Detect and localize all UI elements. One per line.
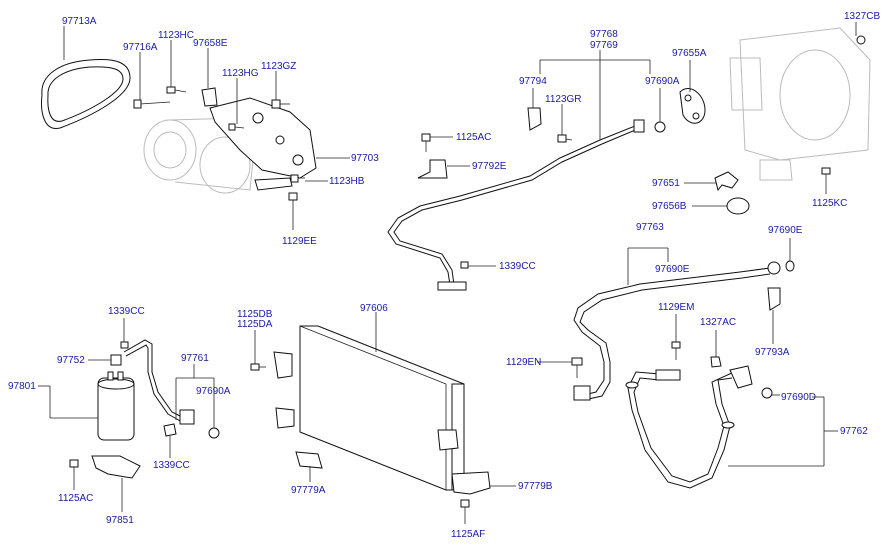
bolt-1125kc xyxy=(821,167,831,194)
bolt-1327cb xyxy=(856,35,866,45)
oring-97690a-left xyxy=(208,427,220,439)
label-1125ac-low[interactable]: 1125AC xyxy=(58,493,93,504)
bracket-97703 xyxy=(209,97,317,191)
label-97752[interactable]: 97752 xyxy=(57,355,85,366)
label-97768[interactable]: 97768 xyxy=(590,29,618,40)
plug-97656b xyxy=(726,197,750,215)
clip-1339cc-low xyxy=(163,423,177,437)
label-1123gr[interactable]: 1123GR xyxy=(545,94,582,105)
label-97716a[interactable]: 97716A xyxy=(123,42,158,53)
condenser-97606 xyxy=(273,325,491,495)
label-1123hb[interactable]: 1123HB xyxy=(329,176,365,187)
label-97690a-top[interactable]: 97690A xyxy=(645,76,680,87)
label-97792e[interactable]: 97792E xyxy=(472,161,507,172)
bracket-97851 xyxy=(91,455,141,479)
label-97690a-left[interactable]: 97690A xyxy=(196,386,231,397)
bracket-97779a xyxy=(295,451,323,469)
bolt-1123hc xyxy=(166,86,187,94)
label-97703[interactable]: 97703 xyxy=(351,153,379,164)
label-97779b[interactable]: 97779B xyxy=(518,481,553,492)
label-1123gz[interactable]: 1123GZ xyxy=(261,61,296,72)
pipe-97761 xyxy=(123,339,195,425)
bolt-1125ac-low xyxy=(69,459,79,490)
bolt-1123gz xyxy=(271,99,290,109)
label-97779a[interactable]: 97779A xyxy=(291,485,326,496)
bolt-1123gr xyxy=(557,134,573,143)
clip-1339cc-mid xyxy=(460,261,469,269)
bolt-1125db xyxy=(250,363,266,371)
bracket-97793a xyxy=(767,287,781,311)
label-97713a[interactable]: 97713A xyxy=(62,16,97,27)
pipe-97768 xyxy=(387,119,645,291)
label-1129en[interactable]: 1129EN xyxy=(506,357,541,368)
label-97690e-right[interactable]: 97690E xyxy=(768,225,803,236)
cap-97752 xyxy=(110,354,122,366)
label-1339cc-mid[interactable]: 1339CC xyxy=(499,261,536,272)
bolt-1129en xyxy=(571,357,583,378)
label-97769[interactable]: 97769 xyxy=(590,40,618,51)
heater-unit-ghost xyxy=(729,27,871,181)
label-1123hc[interactable]: 1123HC xyxy=(158,30,194,41)
label-97793a[interactable]: 97793A xyxy=(755,347,790,358)
label-97658e[interactable]: 97658E xyxy=(193,38,228,49)
bolt-1123hb xyxy=(290,174,305,183)
label-1125da[interactable]: 1125DA xyxy=(237,319,273,330)
label-97690d[interactable]: 97690D xyxy=(781,392,816,403)
hose-97762 xyxy=(625,365,753,489)
label-1339cc-low[interactable]: 1339CC xyxy=(153,460,190,471)
part-labels: 97713A 97716A 1123HC 97658E 1123HG 1123G… xyxy=(8,11,880,540)
elbow-97651 xyxy=(714,171,739,192)
label-1125kc[interactable]: 1125KC xyxy=(812,198,847,209)
seal-97655a xyxy=(679,87,706,124)
label-1125ac-top[interactable]: 1125AC xyxy=(456,132,491,143)
receiver-drier-97801 xyxy=(97,371,135,441)
label-97762[interactable]: 97762 xyxy=(840,426,868,437)
label-97801[interactable]: 97801 xyxy=(8,381,36,392)
drive-belt xyxy=(41,59,131,129)
oring-97690e xyxy=(785,260,795,272)
label-1129em[interactable]: 1129EM xyxy=(658,302,695,313)
label-1339cc-left[interactable]: 1339CC xyxy=(108,306,145,317)
bracket-97658e xyxy=(201,87,218,107)
label-1327ac[interactable]: 1327AC xyxy=(700,317,736,328)
oring-97690a-top xyxy=(654,121,666,133)
label-1123hg[interactable]: 1123HG xyxy=(222,68,259,79)
oring-97690d xyxy=(761,387,773,399)
bolt-1129em xyxy=(671,341,681,360)
bolt-1125af xyxy=(460,499,470,524)
bolt-97716a xyxy=(133,99,171,109)
label-97763[interactable]: 97763 xyxy=(636,222,664,233)
label-97655a[interactable]: 97655A xyxy=(672,48,707,59)
label-97606[interactable]: 97606 xyxy=(360,303,388,314)
bolt-1123hg xyxy=(228,123,245,131)
bolt-1129ee xyxy=(288,192,298,230)
label-1125db[interactable]: 1125DB xyxy=(237,309,273,320)
label-97690e-mid[interactable]: 97690E xyxy=(655,264,690,275)
bracket-97794 xyxy=(527,107,542,131)
label-97656b[interactable]: 97656B xyxy=(652,201,687,212)
label-97851[interactable]: 97851 xyxy=(106,515,134,526)
label-1327cb[interactable]: 1327CB xyxy=(844,11,880,22)
hose-97763 xyxy=(573,261,781,401)
label-97794[interactable]: 97794 xyxy=(519,76,547,87)
label-1125af[interactable]: 1125AF xyxy=(451,529,485,540)
label-1129ee[interactable]: 1129EE xyxy=(282,236,317,247)
label-97651[interactable]: 97651 xyxy=(652,178,680,189)
bracket-97792e xyxy=(417,159,448,179)
bolt-1125ac-top xyxy=(421,133,431,152)
nut-1327ac xyxy=(710,356,722,368)
label-97761[interactable]: 97761 xyxy=(181,353,209,364)
clip-1339cc-left xyxy=(120,341,129,349)
